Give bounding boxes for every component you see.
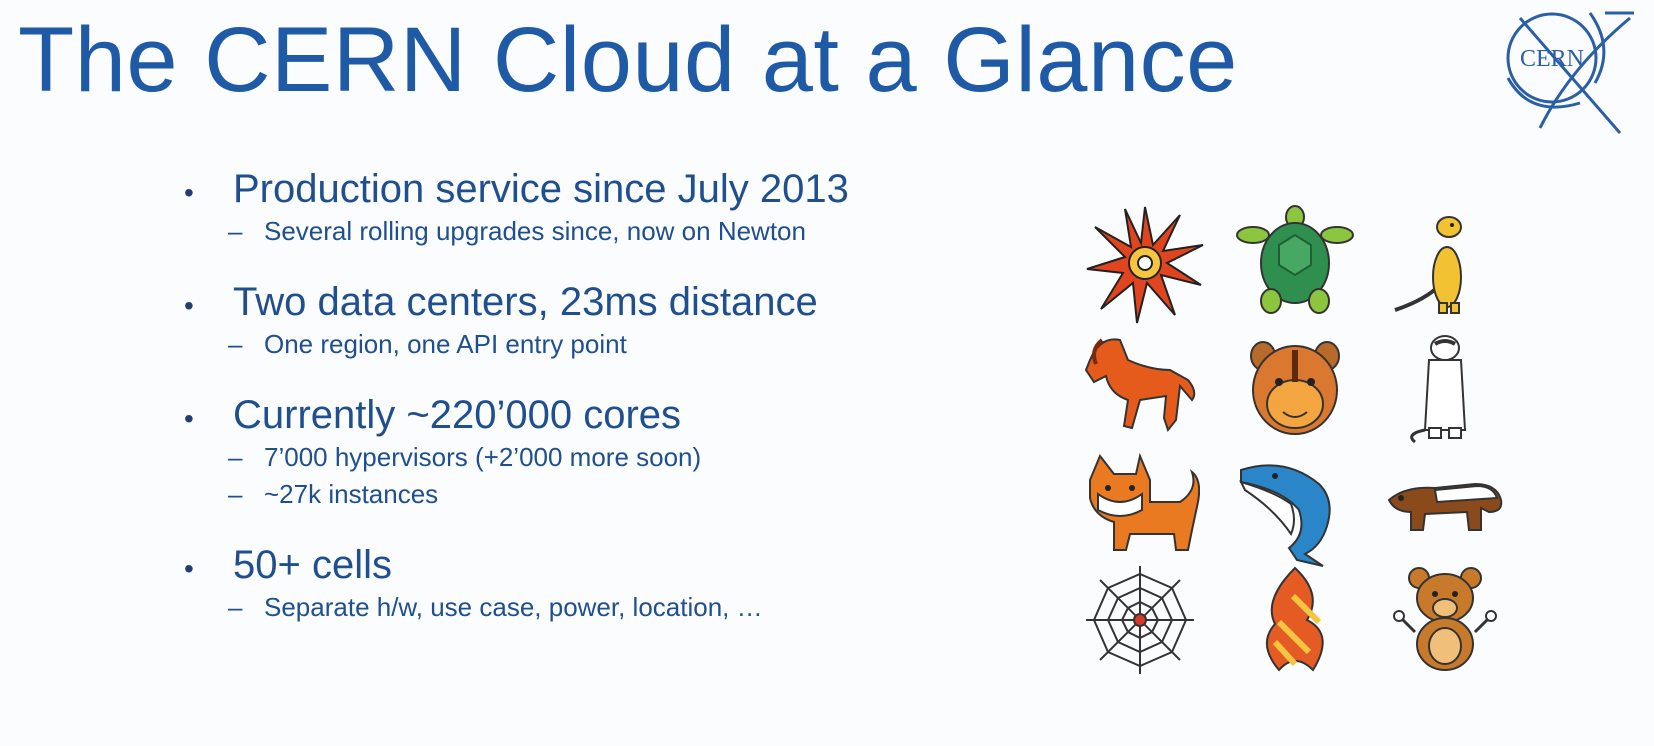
bullet-1: • Production service since July 2013 –Se… [180, 165, 1040, 250]
bullet-text: Two data centers, 23ms distance [233, 279, 818, 324]
sub-bullet-text: ~27k instances [264, 478, 439, 509]
bullet-dot: • [184, 177, 194, 208]
bullet-dot: • [184, 402, 194, 434]
bear-icon [1393, 567, 1497, 671]
flame-icon [1266, 566, 1324, 672]
meerkat-icon [1394, 216, 1462, 314]
bullet-dot: • [184, 289, 194, 321]
sub-bullet-text: 7’000 hypervisors (+2’000 more soon) [264, 441, 702, 472]
bullet-text: 50+ cells [233, 542, 392, 587]
starburst-icon [1086, 206, 1204, 324]
bullet-4: • 50+ cells –Separate h/w, use case, pow… [180, 541, 1040, 626]
bullet-dot: • [184, 552, 194, 584]
sub-bullet-text: One region, one API entry point [264, 328, 627, 359]
marten-icon [1387, 482, 1503, 531]
sub-bullet: –~27k instances [228, 478, 439, 509]
bullet-text: Production service since July 2013 [233, 167, 849, 211]
turtle-icon [1236, 205, 1354, 314]
bullet-2: • Two data centers, 23ms distance –One r… [180, 278, 1040, 363]
bullet-text: Currently ~220’000 cores [233, 392, 682, 437]
bullet-list: • Production service since July 2013 –Se… [180, 165, 1040, 654]
horse-icon [1084, 338, 1196, 433]
sub-bullet: –Separate h/w, use case, power, location… [228, 591, 763, 622]
ferret-icon [1410, 335, 1467, 444]
release-mascot-grid [1084, 205, 1525, 705]
shark-icon [1239, 464, 1331, 567]
sub-bullet-text: Several rolling upgrades since, now on N… [264, 216, 806, 246]
slide-title: The CERN Cloud at a Glance [18, 9, 1238, 111]
cern-logo-icon: CERN [1506, 11, 1634, 134]
logo-text: CERN [1520, 46, 1584, 72]
sub-bullet-text: Separate h/w, use case, power, location,… [264, 591, 763, 622]
spider-web-icon [1086, 566, 1194, 674]
sub-bullet: –7’000 hypervisors (+2’000 more soon) [228, 441, 702, 472]
bullet-3: • Currently ~220’000 cores –7’000 hyperv… [180, 391, 1040, 513]
sub-bullet: –One region, one API entry point [228, 328, 627, 359]
shiba-dog-icon [1089, 452, 1200, 551]
chipmunk-icon [1250, 341, 1340, 435]
sub-bullet: –Several rolling upgrades since, now on … [228, 216, 806, 246]
